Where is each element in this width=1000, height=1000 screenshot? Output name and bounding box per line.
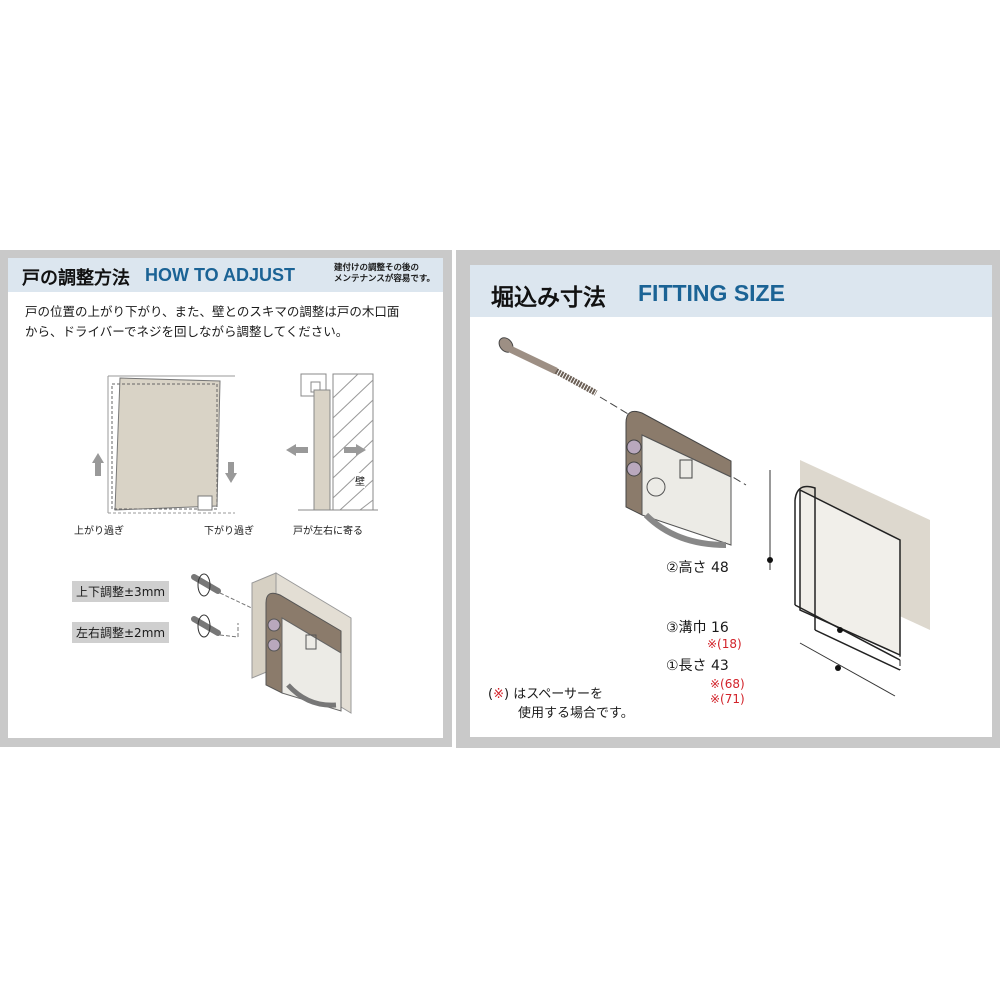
too-low-label: 下がり過ぎ bbox=[204, 526, 254, 537]
fitting-size-header: 堀込み寸法 FITTING SIZE bbox=[470, 265, 992, 317]
door-vertical-diagram bbox=[92, 375, 237, 514]
arrow-left-icon bbox=[286, 444, 308, 456]
groove-width-dimension: ③溝巾 16 bbox=[666, 620, 729, 636]
fitting-size-content: 堀込み寸法 FITTING SIZE bbox=[470, 265, 992, 737]
fitting-size-panel: 堀込み寸法 FITTING SIZE bbox=[456, 250, 1000, 748]
how-to-adjust-panel: 戸の調整方法 HOW TO ADJUST 建付けの調整その後の メンテナンスが容… bbox=[0, 250, 452, 747]
screwdriver-icons bbox=[191, 573, 259, 638]
how-to-adjust-subtitle: 建付けの調整その後の メンテナンスが容易です。 bbox=[334, 263, 435, 284]
fitting-size-title-jp: 堀込み寸法 bbox=[491, 285, 606, 311]
how-to-adjust-content: 戸の調整方法 HOW TO ADJUST 建付けの調整その後の メンテナンスが容… bbox=[8, 258, 443, 738]
screwdriver-icon bbox=[191, 614, 239, 638]
screw-icon bbox=[498, 337, 598, 396]
spacer-footnote: (※) はスペーサーを 使用する場合です。 bbox=[488, 687, 634, 721]
how-to-adjust-header: 戸の調整方法 HOW TO ADJUST 建付けの調整その後の メンテナンスが容… bbox=[8, 258, 443, 292]
height-dimension: ②高さ 48 bbox=[666, 560, 729, 576]
arrow-right-icon bbox=[344, 444, 366, 456]
groove-width-spacer-note: ※(18) bbox=[707, 637, 742, 651]
horizontal-adjustment-tag: 左右調整±2mm bbox=[72, 622, 170, 643]
length-spacer-note-2: ※(71) bbox=[710, 692, 745, 706]
arrow-up-icon bbox=[92, 453, 104, 476]
vertical-adjustment-tag: 上下調整±3mm bbox=[72, 581, 170, 602]
screw-and-hardware-illustration bbox=[498, 337, 747, 548]
fitting-size-title-en: FITTING SIZE bbox=[638, 280, 785, 306]
length-spacer-note-1: ※(68) bbox=[710, 677, 745, 691]
wall-label: 壁 bbox=[355, 473, 365, 488]
how-to-adjust-title-en: HOW TO ADJUST bbox=[145, 265, 296, 285]
groove-dimension-diagram bbox=[767, 460, 930, 697]
shifted-sideways-label: 戸が左右に寄る bbox=[293, 526, 363, 537]
door-side-diagram bbox=[286, 373, 378, 511]
how-to-adjust-description: 戸の位置の上がり下がり、また、壁とのスキマの調整は戸の木口面 から、ドライバーで… bbox=[25, 304, 400, 339]
screwdriver-icon bbox=[191, 573, 259, 612]
length-dimension: ①長さ 43 bbox=[666, 658, 729, 674]
arrow-down-icon bbox=[225, 462, 237, 483]
how-to-adjust-title-jp: 戸の調整方法 bbox=[22, 268, 130, 289]
roller-hardware-illustration bbox=[251, 572, 352, 714]
too-high-label: 上がり過ぎ bbox=[74, 526, 124, 537]
